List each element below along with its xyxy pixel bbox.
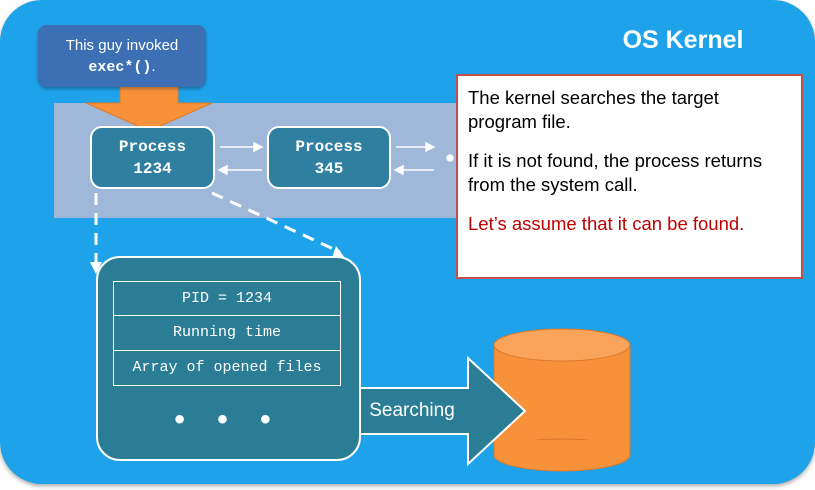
pcb-row-opened-files: Array of opened files	[113, 351, 341, 386]
callout-line-3: Let’s assume that it can be found.	[468, 213, 745, 234]
process-1234-box: Process 1234	[90, 126, 215, 189]
callout-line-2: If it is not found, the process returns …	[468, 150, 763, 195]
invoker-code-line: exec*().	[38, 56, 206, 79]
invoke-arrow	[85, 84, 213, 132]
process-pid: 345	[314, 160, 344, 178]
kernel-title: OS Kernel	[622, 26, 744, 54]
searching-label: Searching	[369, 400, 455, 421]
pcb-row-pid: PID = 1234	[113, 281, 341, 316]
process-pid: 1234	[133, 160, 172, 178]
invoker-suffix: .	[151, 58, 156, 75]
pcb-ellipsis: • • •	[174, 403, 283, 436]
pcb-row-running-time: Running time	[113, 316, 341, 351]
pcb-table: PID = 1234 Running time Array of opened …	[113, 281, 341, 386]
searching-arrow	[351, 355, 527, 467]
pcb-dashed-links	[94, 191, 341, 262]
callout-line-1: The kernel searches the target program f…	[468, 87, 719, 132]
exec-code: exec*()	[88, 59, 152, 76]
process-link-arrows	[217, 141, 454, 176]
process-label: Process	[295, 138, 363, 156]
process-label: Process	[118, 138, 187, 156]
invoker-text: This guy invoked	[65, 37, 179, 54]
process-345-box: Process 345	[267, 126, 391, 189]
invoker-note: This guy invoked exec*().	[38, 25, 206, 87]
explanation-callout: The kernel searches the target program f…	[456, 74, 803, 279]
disk-cylinder	[493, 328, 631, 472]
dashed-arrowhead-left	[90, 262, 102, 274]
